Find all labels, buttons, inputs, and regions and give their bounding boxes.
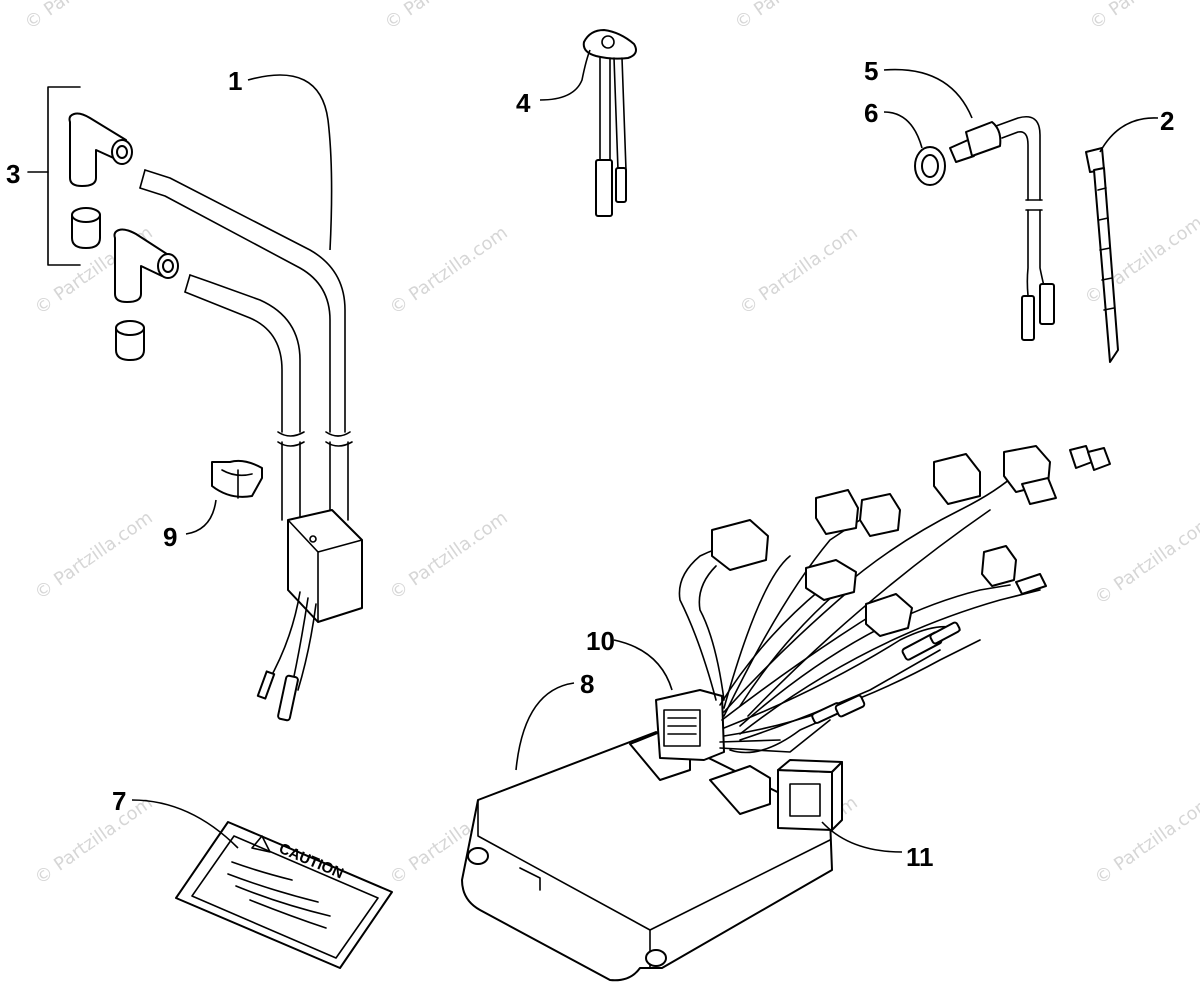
leader-7 — [131, 799, 239, 849]
leader-9 — [185, 499, 217, 535]
watermark: © Partzilla.com — [736, 222, 862, 319]
leader-lines — [131, 49, 1159, 853]
watermark: © Partzilla.com — [31, 507, 157, 604]
callout-2: 2 — [1160, 106, 1174, 136]
leader-4 — [539, 49, 591, 101]
callout-6: 6 — [864, 98, 878, 128]
callout-8: 8 — [580, 669, 594, 699]
part-connector-cover — [777, 759, 843, 831]
watermark: © Partzilla.com — [381, 0, 507, 34]
watermark: © Partzilla.com — [1091, 512, 1200, 609]
watermark: © Partzilla.com — [386, 222, 512, 319]
watermark: © Partzilla.com — [21, 0, 147, 34]
part-spark-plug-caps — [27, 86, 179, 361]
part-ignition-coil — [139, 169, 363, 722]
leader-6 — [883, 111, 923, 149]
watermark: © Partzilla.com — [386, 507, 512, 604]
leader-8 — [515, 682, 575, 771]
leader-11 — [821, 821, 903, 853]
part-ecu — [461, 727, 833, 982]
watermark: © Partzilla.com — [731, 0, 857, 34]
part-cable-tie — [1085, 147, 1119, 363]
callout-5: 5 — [864, 56, 878, 86]
callout-1: 1 — [228, 66, 242, 96]
watermark: © Partzilla.com — [1086, 0, 1200, 34]
watermark: © Partzilla.com — [1091, 792, 1200, 889]
callout-7: 7 — [112, 786, 126, 816]
callout-9: 9 — [163, 522, 177, 552]
leader-2 — [1099, 117, 1159, 153]
part-temp-sensor — [914, 116, 1055, 341]
callout-10: 10 — [586, 626, 615, 656]
leader-5 — [883, 68, 973, 119]
watermark: © Partzilla.com — [31, 792, 157, 889]
part-caution-sticker: CAUTION — [175, 821, 393, 969]
callout-4: 4 — [516, 88, 531, 118]
leader-10 — [613, 639, 673, 691]
callout-3: 3 — [6, 159, 20, 189]
part-sensor — [582, 29, 637, 217]
leader-1 — [247, 74, 333, 251]
callout-11: 11 — [906, 842, 934, 872]
part-wiring-harness — [655, 445, 1111, 761]
part-wire-clip — [211, 459, 263, 499]
callout-numbers: 1 2 3 4 5 6 7 8 9 10 11 — [6, 56, 1174, 872]
